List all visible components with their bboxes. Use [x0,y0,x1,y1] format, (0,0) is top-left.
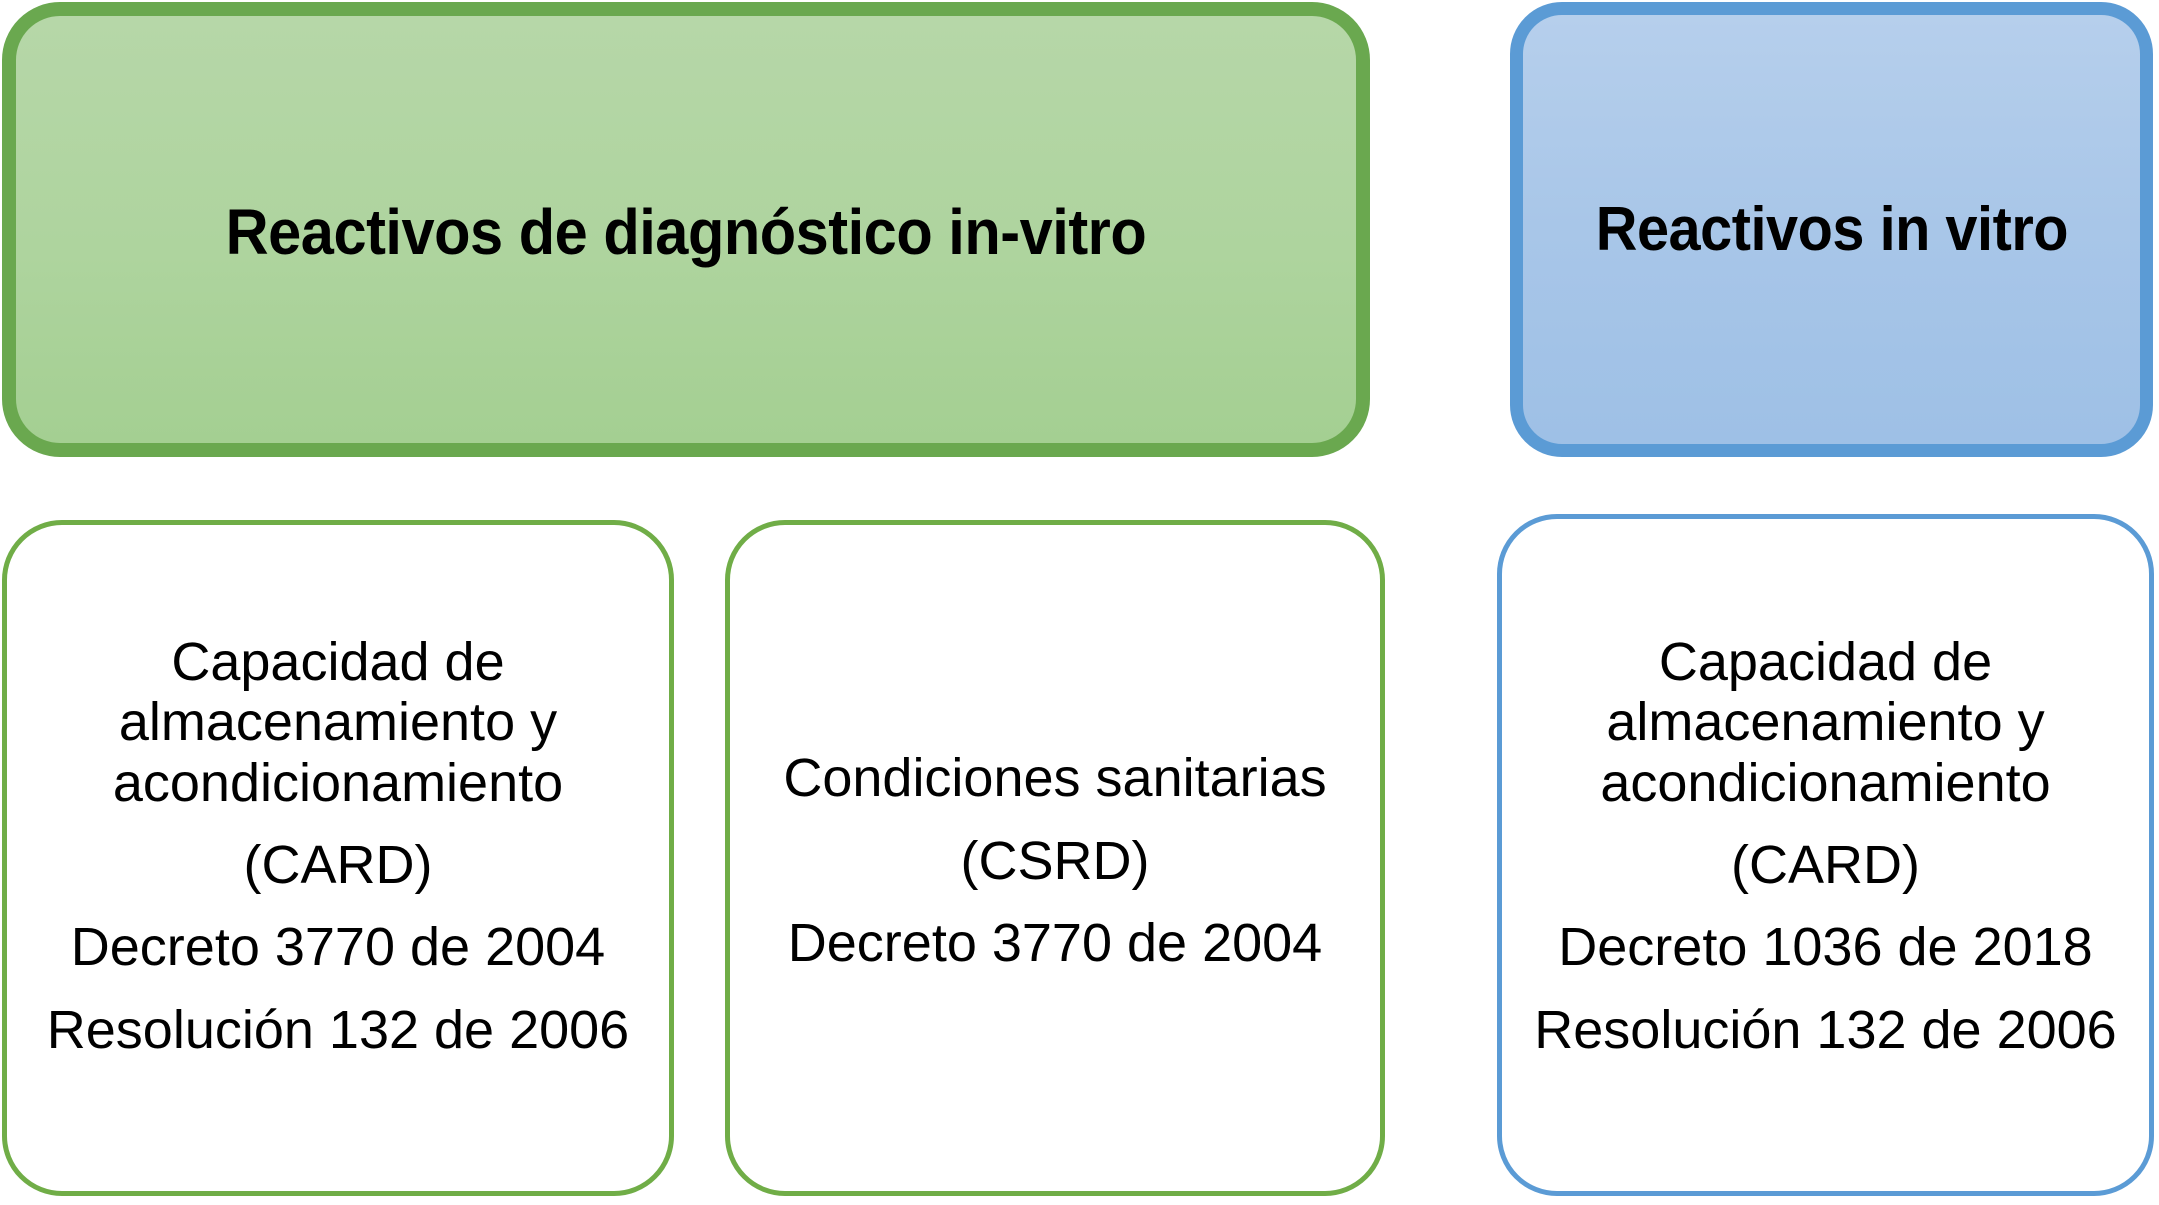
detail-card-left-line-1: Capacidad de almacenamiento y acondicion… [112,631,564,813]
detail-card-right-line-4: Resolución 132 de 2006 [1534,999,2117,1060]
category-header-blue[interactable]: Reactivos in vitro [1510,2,2153,457]
detail-card-middle-line-3: Decreto 3770 de 2004 [787,913,1323,974]
category-header-green-label: Reactivos de diagnóstico in-vitro [225,195,1147,268]
detail-card-middle-line-2: (CSRD) [960,830,1150,891]
detail-card-right[interactable]: Capacidad de almacenamiento y acondicion… [1497,514,2154,1196]
detail-card-right-line-3: Decreto 1036 de 2018 [1558,917,2093,978]
detail-card-right-line-1: Capacidad de almacenamiento y acondicion… [1600,631,2051,813]
detail-card-right-lines: Capacidad de almacenamiento y acondicion… [1502,632,2149,1061]
detail-card-left-line-2: (CARD) [243,835,433,895]
detail-card-right-line-2: (CARD) [1731,835,1920,895]
detail-card-left-line-4: Resolución 132 de 2006 [46,999,630,1060]
category-header-blue-label: Reactivos in vitro [1595,194,2068,264]
category-header-green[interactable]: Reactivos de diagnóstico in-vitro [2,2,1370,457]
detail-card-left[interactable]: Capacidad de almacenamiento y acondicion… [2,520,674,1196]
detail-card-middle-lines: Condiciones sanitarias (CSRD) Decreto 37… [730,748,1380,973]
detail-card-left-line-3: Decreto 3770 de 2004 [70,917,606,978]
detail-card-middle-line-1: Condiciones sanitarias [783,748,1327,809]
detail-card-left-lines: Capacidad de almacenamiento y acondicion… [7,632,669,1061]
detail-card-middle[interactable]: Condiciones sanitarias (CSRD) Decreto 37… [725,520,1385,1196]
